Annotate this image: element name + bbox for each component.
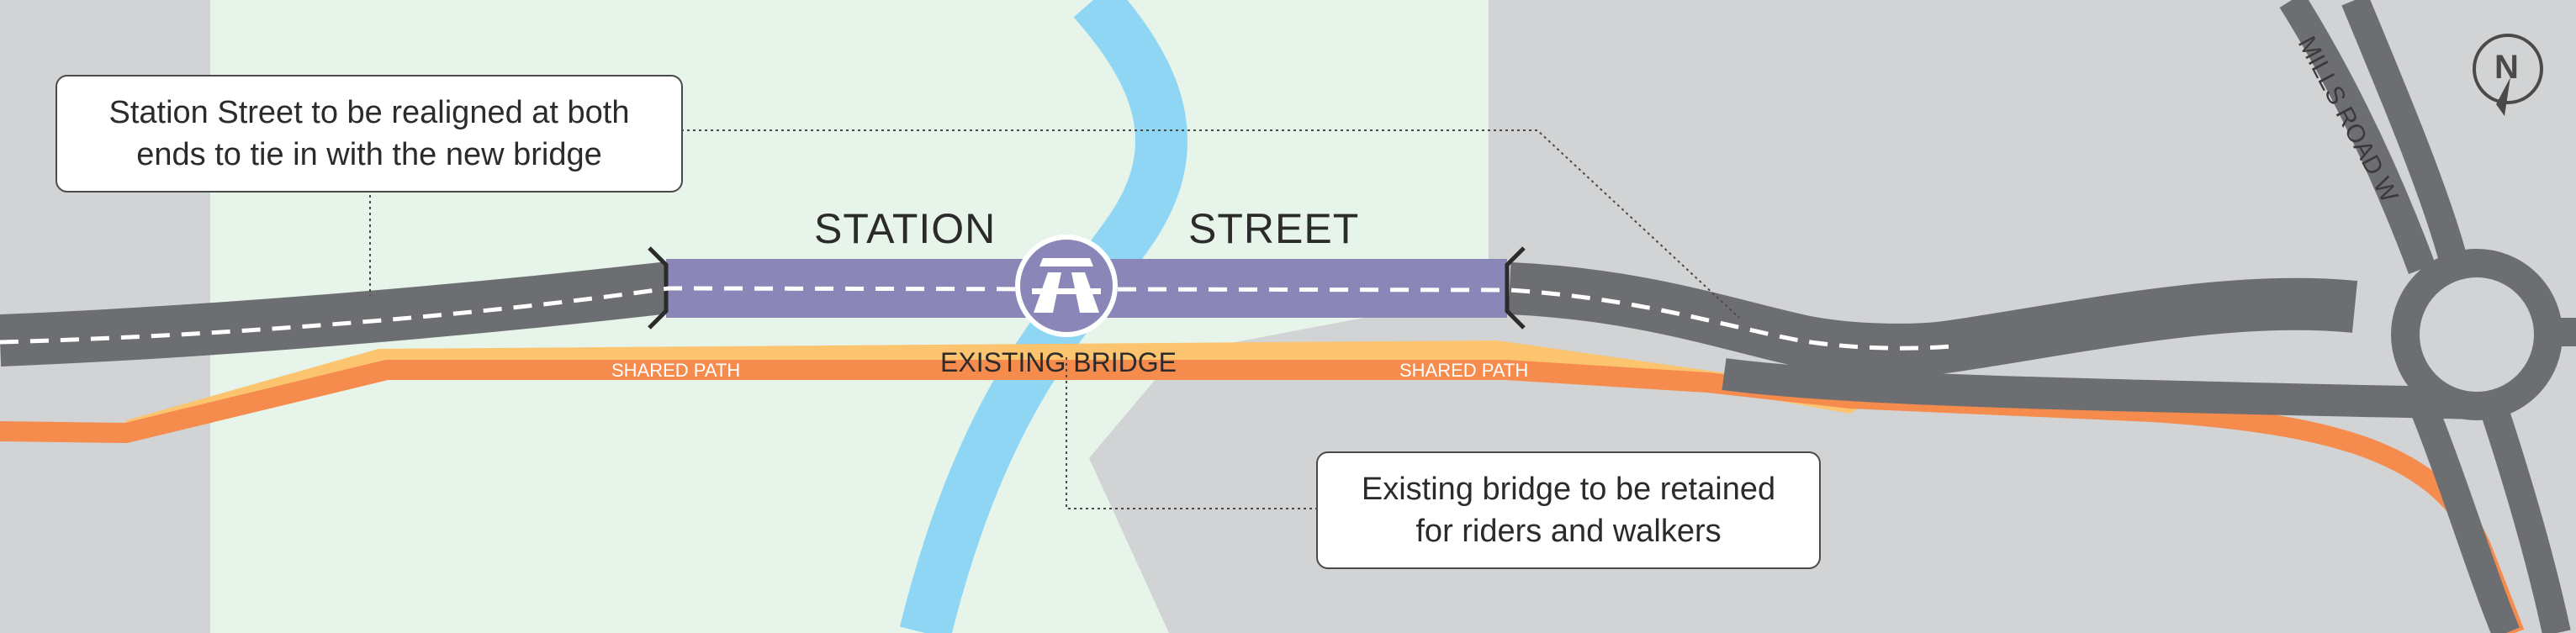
river [899, 0, 1187, 633]
existing-bridge-label: EXISTING BRIDGE [940, 347, 1177, 377]
mills-road-arm-3 [2409, 398, 2520, 633]
callout-realign-line2: ends to tie in with the new bridge [136, 137, 602, 172]
road-west [0, 261, 672, 367]
callout-realign: Station Street to be realigned at both e… [56, 75, 683, 193]
road-label-station: STATION [814, 205, 997, 252]
mills-road-arm-4 [2475, 390, 2571, 633]
leader-line-realign [681, 129, 1740, 319]
road-label-street: STREET [1188, 205, 1360, 252]
callout-retain: Existing bridge to be retained for rider… [1316, 451, 1821, 569]
callout-retain-line2: for riders and walkers [1415, 514, 1722, 549]
callout-realign-line1: Station Street to be realigned at both [108, 95, 630, 130]
mills-road-arm-2 [2341, 0, 2470, 273]
shared-path-label-west: SHARED PATH [611, 360, 741, 381]
road-existing-east [1722, 358, 2482, 419]
roundabout [2391, 249, 2563, 420]
north-arrow-icon [2473, 34, 2543, 116]
mills-road-arm-1 [2279, 0, 2436, 274]
motorway-bridge-icon [1015, 235, 1118, 337]
north-label: N [2494, 49, 2519, 86]
callout-retain-line1: Existing bridge to be retained [1361, 472, 1776, 507]
shared-path-label-east: SHARED PATH [1399, 360, 1529, 381]
bridge-end-east [1505, 246, 1526, 330]
leader-line-retain [1066, 357, 1316, 509]
